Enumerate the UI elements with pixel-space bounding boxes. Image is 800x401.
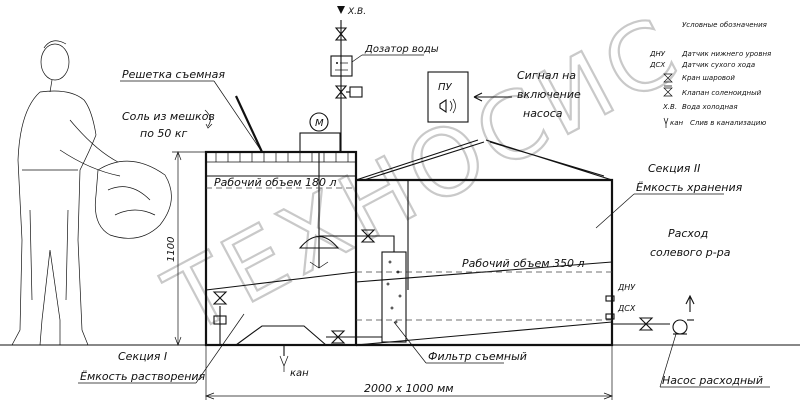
legend: Условные обозначения ДНУ Датчик нижнего … xyxy=(649,21,771,128)
dissolving-tank-label: Ёмкость растворения xyxy=(80,370,206,383)
salt-bags-line-1: Соль из мешков xyxy=(122,110,215,123)
section-1-label: Секция I xyxy=(118,350,167,363)
working-volume-2: Рабочий объем 350 л xyxy=(462,257,585,270)
brine-flow-line-1: Расход xyxy=(668,227,708,240)
signal-line-1: Сигнал на xyxy=(517,69,576,82)
pump-label: Насос расходный xyxy=(662,374,763,387)
dsh-sensor-label: ДСХ xyxy=(617,304,636,313)
legend-code-6: кан xyxy=(670,119,684,127)
storage-tank-label: Ёмкость хранения xyxy=(636,181,743,194)
removable-filter-label: Фильтр съемный xyxy=(428,350,527,363)
ball-valve-icon xyxy=(663,73,673,83)
legend-title: Условные обозначения xyxy=(682,21,767,29)
drain-icon xyxy=(663,117,669,128)
size-dim-label: 2000 х 1000 мм xyxy=(364,382,454,395)
cold-water-label: Х.В. xyxy=(347,7,366,17)
annotations: Решетка съемная Соль из мешков по 50 кг … xyxy=(78,68,770,388)
height-dim-label: 1100 xyxy=(166,237,177,262)
brine-flow-line-2: солевого р-ра xyxy=(650,246,731,259)
legend-item-5: Вода холодная xyxy=(682,103,738,111)
water-dispenser-label: Дозатор воды xyxy=(364,44,439,55)
legend-code-2: ДСХ xyxy=(649,61,665,69)
solenoid-valve-icon xyxy=(663,85,673,97)
signal-line-2: включение xyxy=(517,88,581,101)
legend-item-4: Клапан соленоидный xyxy=(682,89,762,97)
section-2-label: Секция II xyxy=(648,162,700,175)
legend-item-1: Датчик нижнего уровня xyxy=(681,50,771,58)
control-unit: ПУ Сигнал на включение насоса xyxy=(427,69,581,123)
legend-code-5: Х.В. xyxy=(662,103,677,111)
legend-item-2: Датчик сухого хода xyxy=(681,61,755,69)
legend-item-6: Слив в канализацию xyxy=(690,119,766,127)
dnu-sensor-label: ДНУ xyxy=(617,283,636,292)
water-supply: Х.В. Дозатор воды xyxy=(330,6,439,152)
working-volume-1: Рабочий объем 180 л xyxy=(214,176,337,189)
drain-label: кан xyxy=(290,368,309,379)
signal-line-3: насоса xyxy=(523,107,563,120)
legend-item-3: Кран шаровой xyxy=(682,74,735,82)
dimensions: 1100 2000 х 1000 мм xyxy=(166,151,613,400)
removable-grid-label: Решетка съемная xyxy=(122,68,225,81)
control-unit-label: ПУ xyxy=(438,82,453,93)
salt-bags-line-2: по 50 кг xyxy=(140,127,188,140)
motor-label: М xyxy=(315,118,324,129)
outlet-pump xyxy=(612,294,695,335)
legend-code-1: ДНУ xyxy=(649,50,666,58)
worker-with-salt-bag-figure xyxy=(11,40,172,346)
